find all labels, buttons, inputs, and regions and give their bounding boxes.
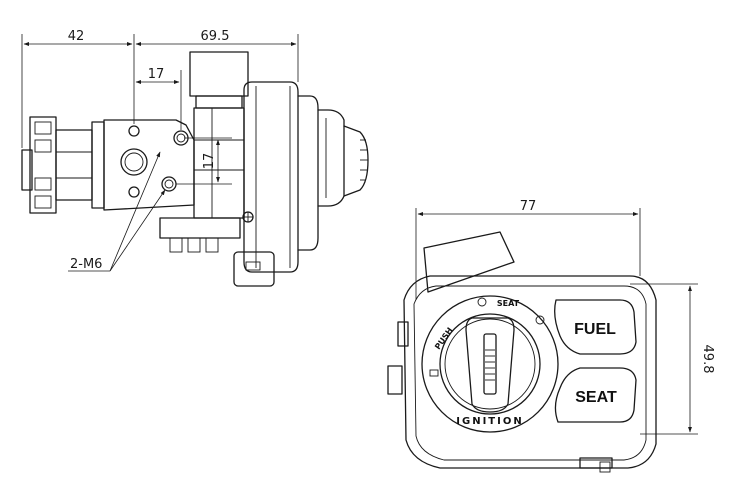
- seat-button-label: SEAT: [575, 389, 617, 406]
- switch-housing: [403, 275, 657, 469]
- seat-small-label: SEAT: [497, 299, 520, 308]
- dim-77-label: 77: [520, 199, 537, 214]
- dim-17-h-label: 17: [148, 67, 165, 82]
- fuel-button-label: FUEL: [574, 321, 616, 338]
- lock-symbol-icon: [477, 297, 487, 307]
- top-tab: [423, 231, 515, 293]
- fuel-button[interactable]: FUEL: [554, 299, 637, 355]
- ignition-knob-side: [317, 109, 369, 207]
- push-label: PUSH: [433, 326, 455, 352]
- mounting-plate: [103, 119, 195, 211]
- ignition-label: IGNITION: [456, 416, 523, 427]
- dimension-77: 77: [415, 199, 641, 300]
- connector-plug: [21, 116, 105, 214]
- lock-mechanism: [159, 51, 249, 253]
- callout-2-m6: 2-M6: [68, 151, 166, 272]
- side-view: 42 69.5 17 17 2-M6: [21, 29, 369, 287]
- engine-symbol-icon: [429, 369, 439, 377]
- left-bracket: [387, 365, 403, 395]
- ignition-dial: IGNITION PUSH SEAT: [421, 295, 559, 433]
- dim-17-v-label: 17: [202, 153, 217, 170]
- dimension-69-5: 69.5: [135, 29, 299, 82]
- dimension-42: 42: [21, 29, 135, 148]
- main-housing: [233, 81, 319, 287]
- dimension-17-horizontal: 17: [135, 67, 182, 130]
- dim-42-label: 42: [68, 29, 85, 44]
- dimension-17-vertical: 17: [176, 137, 232, 185]
- front-view: IGNITION PUSH SEAT FUEL SEAT 77: [387, 199, 715, 473]
- off-indicator-icon: [535, 315, 545, 325]
- dimension-49-8: 49.8: [630, 283, 715, 435]
- seat-button[interactable]: SEAT: [554, 367, 637, 423]
- dim-49-8-label: 49.8: [700, 345, 715, 374]
- dim-69-5-label: 69.5: [201, 29, 230, 44]
- callout-2-m6-label: 2-M6: [70, 257, 102, 272]
